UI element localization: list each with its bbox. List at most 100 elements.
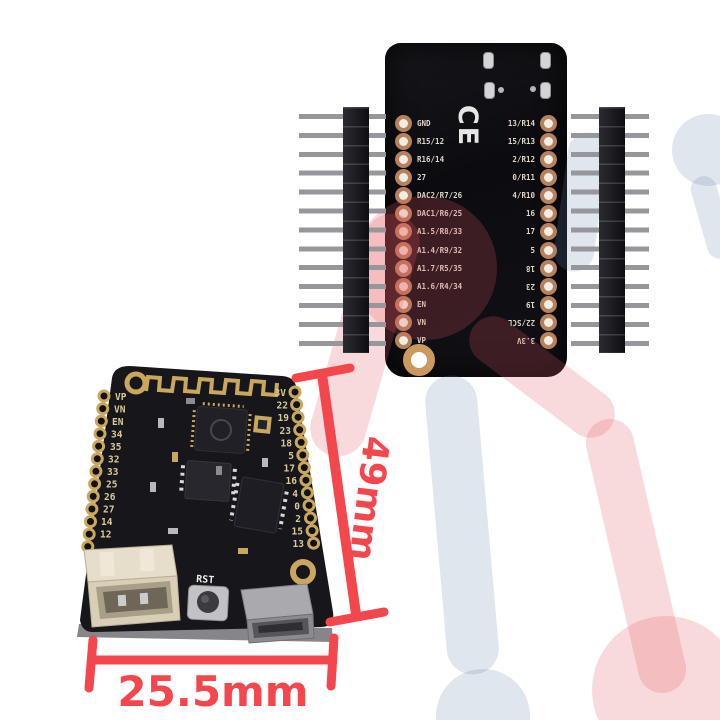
pin-label: 33 [107,467,119,478]
pin-label: 4 [292,489,298,500]
pin-row: 23 [508,277,557,295]
pin-label: 25 [106,480,118,491]
solder-pad [540,169,557,187]
pin-row: 19 [508,295,557,313]
pin-row: 22/SCL [508,313,557,331]
pin-header-strip-right [571,107,649,353]
pin-label: VP [417,335,427,345]
solder-pad [395,241,412,259]
pin-label: 2 [295,514,301,525]
solder-pad [395,169,412,187]
pin-row: 0/R11 [508,169,557,187]
pin-label: 19 [278,413,290,424]
front-left-pads [81,389,111,554]
pin-label: 17 [525,227,535,237]
pin-row: A1.7/R5/35 [395,259,462,277]
pin-label: 32 [108,455,119,466]
solder-pad [540,277,557,295]
pin-label: 18 [281,438,293,449]
solder-pad [540,205,557,223]
wifi-antenna-icon [144,374,279,398]
solder-pad [395,331,412,349]
pin-row: 15/R13 [507,133,557,151]
pin-row: VN [395,313,462,331]
pin-header-strip-left [299,107,386,353]
solder-pad [540,151,557,169]
pin-label: EN [112,417,124,428]
pin-row: 5 [508,241,557,259]
pin-row: A1.6/R4/34 [395,277,462,295]
pin-label: 5 [288,451,294,462]
pin-row: 2/R12 [508,151,557,169]
pin-row: 4/R10 [508,187,557,205]
pin-label: 15/R13 [507,137,535,147]
front-left-pin-labels: VP VN EN 34 35 32 33 25 26 27 14 12 [100,392,127,541]
pin-label: 35 [110,442,122,453]
usb-serial-chip [228,476,289,534]
pin-row: R16/14 [395,151,462,169]
solder-pad [395,133,412,151]
pin-label: 27 [417,173,427,183]
pin-label: 13/R14 [507,119,535,128]
pin-label: 5 [530,245,535,255]
solder-pad [540,133,557,151]
pin-row: 13/R14 [508,115,557,132]
pin-row: R15/12 [395,133,462,151]
pin-label: R15/12 [417,137,445,147]
solder-pad [540,259,557,277]
pin-row: EN [395,295,462,313]
solder-pad [540,295,557,313]
solder-pad [395,187,412,205]
solder-pad [540,241,557,259]
micro-usb-connector [240,583,315,644]
pin-row: 18 [508,259,557,277]
solder-pad [395,223,412,241]
pin-row: 3.3V [508,331,557,349]
esp32-chip [190,402,252,454]
front-right-pin-labels: 3V 22 19 23 18 5 17 16 4 0 2 15 13 [275,388,305,550]
solder-pad [540,82,551,99]
solder-pad [540,187,557,205]
pin-label: 22 [277,401,288,412]
dimension-width [84,633,339,693]
pin-label: VN [417,317,427,327]
pin-label: 34 [111,430,123,441]
dimension-width-label: 25.5mm [117,667,308,716]
pin-label: 0 [294,501,300,512]
pin-label: DAC2/R7/26 [417,191,463,201]
pin-label: 26 [104,492,116,503]
pin-label: EN [417,299,427,309]
solder-pad [540,313,557,331]
pin-label: VN [114,405,126,416]
dimension-height-label: 49mm [340,434,396,563]
battery-connector [83,544,181,628]
pin-label: 3V [275,388,287,399]
solder-pad [484,82,495,99]
pin-row: 17 [508,223,557,241]
pin-row: A1.4/R9/32 [395,241,463,259]
solder-pad [540,331,557,349]
pin-label: 27 [103,505,114,516]
pin-row: GND [395,115,462,132]
front-right-pads [288,385,321,550]
pin-row: 16 [508,205,557,223]
pin-label: A1.4/R9/32 [417,245,463,255]
back-right-pin-column: 13/R14 15/R13 2/R12 0/R11 4/R10 16 17 5 … [508,115,557,349]
pin-label: DAC1/R6/25 [417,209,463,219]
pin-label: 13 [293,539,305,550]
pin-row: DAC2/R7/26 [395,187,463,205]
via-dot [498,87,504,93]
pin-label: A1.5/R8/33 [417,227,463,237]
pin-row: DAC1/R6/25 [395,205,463,223]
small-components [150,398,272,554]
pin-label: GND [417,119,431,128]
solder-pad [540,115,557,132]
reset-button [186,584,230,622]
solder-pad [395,277,412,295]
pin-row: 27 [395,169,462,187]
back-left-pin-column: GND R15/12 R16/14 27 DAC2/R7/26 DAC1/R6/… [395,115,462,349]
mounting-hole [290,559,316,585]
solder-pad [395,151,412,169]
